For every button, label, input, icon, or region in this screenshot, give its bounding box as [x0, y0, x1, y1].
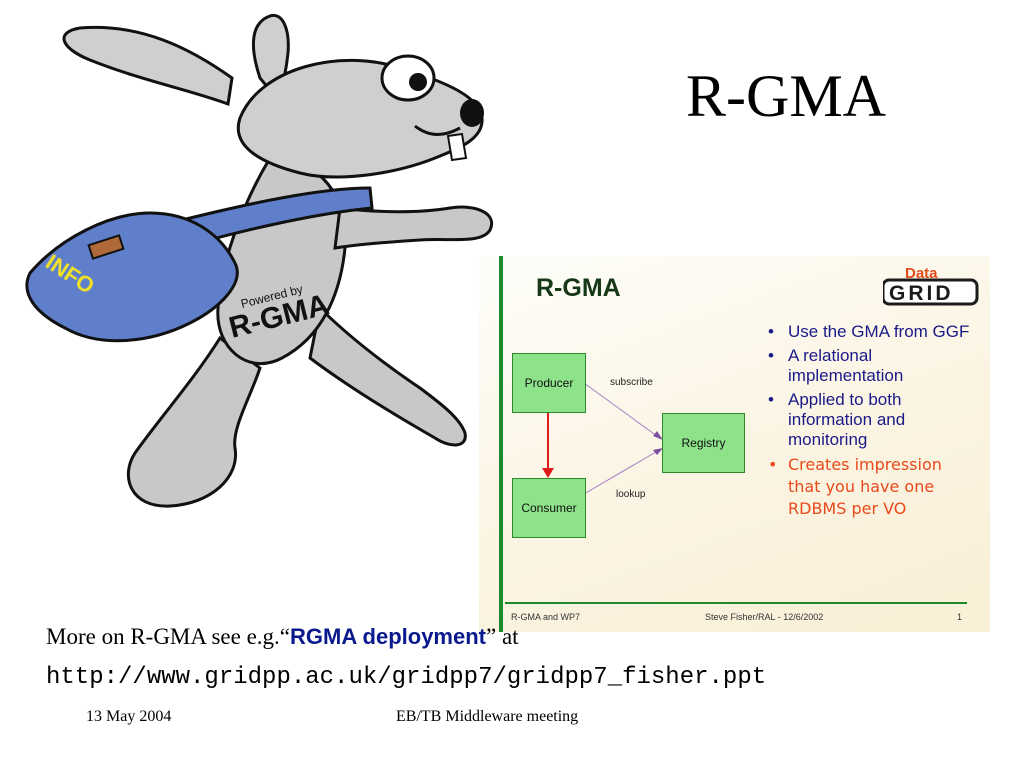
inset-footer-page: 1 — [957, 612, 963, 622]
producer-box: Producer — [512, 353, 586, 413]
lookup-arrowhead — [653, 448, 663, 455]
rabbit-mouth — [414, 124, 461, 136]
rabbit-arm — [333, 205, 494, 250]
rgma-diagram — [542, 382, 663, 495]
info-bag — [25, 211, 239, 343]
inset-footer-center: Steve Fisher/RAL - 12/6/2002 — [705, 612, 824, 622]
more-info-prefix: More on R-GMA see e.g.“ — [46, 624, 291, 649]
logo-grid-box — [883, 278, 979, 306]
rabbit-eye — [380, 54, 436, 102]
consumer-box: Consumer — [512, 478, 586, 538]
bullet-item: Use the GMA from GGF — [762, 322, 977, 342]
more-info-line: More on R-GMA see e.g.“RGMA deployment” … — [46, 624, 519, 650]
lookup-arrow — [583, 448, 662, 495]
producer-consumer-arrowhead — [542, 468, 554, 478]
inset-footer-left: R-GMA and WP7 — [511, 612, 581, 622]
rgma-rabbit-mascot: INFO Powered by R-GMA — [25, 13, 494, 508]
logo-data-text: Data — [905, 265, 938, 282]
inset-bullet-list: Use the GMA from GGF A relational implem… — [762, 322, 977, 524]
more-info-suffix: ” at — [486, 624, 519, 649]
bullet-item: A relational implementation — [762, 346, 977, 386]
bag-strap — [167, 186, 374, 250]
bullet-item-highlighted: Creates impression that you have one RDB… — [762, 454, 977, 520]
subscribe-arrowhead — [653, 431, 663, 440]
datagrid-logo: Data GRID — [883, 265, 979, 306]
registry-box: Registry — [662, 413, 745, 473]
bag-tab — [87, 234, 125, 260]
footer-meeting: EB/TB Middleware meeting — [396, 708, 579, 725]
rabbit-pupil — [409, 73, 427, 91]
logo-grid-text: GRID — [889, 282, 954, 305]
rabbit-nose — [460, 99, 484, 127]
rgma-deployment-title: RGMA deployment — [290, 624, 486, 649]
rabbit-ear-back — [62, 25, 234, 107]
lookup-label: lookup — [616, 489, 646, 500]
inset-title: R-GMA — [536, 274, 621, 302]
footer-date: 13 May 2004 — [86, 708, 172, 725]
slide-title: R-GMA — [686, 63, 887, 129]
inset-left-bar — [499, 256, 503, 632]
rabbit-front-leg — [308, 304, 467, 447]
bullet-item: Applied to both information and monitori… — [762, 390, 977, 450]
subscribe-arrow — [583, 382, 662, 440]
subscribe-label: subscribe — [610, 377, 653, 388]
rabbit-teeth — [446, 132, 468, 162]
inset-slide-image: R-GMA Data GRID Producer Consumer Regist… — [479, 256, 990, 632]
presentation-url-link[interactable]: http://www.gridpp.ac.uk/gridpp7/gridpp7_… — [46, 664, 767, 691]
rabbit-back-leg — [126, 335, 262, 508]
inset-footer-line — [505, 602, 967, 604]
